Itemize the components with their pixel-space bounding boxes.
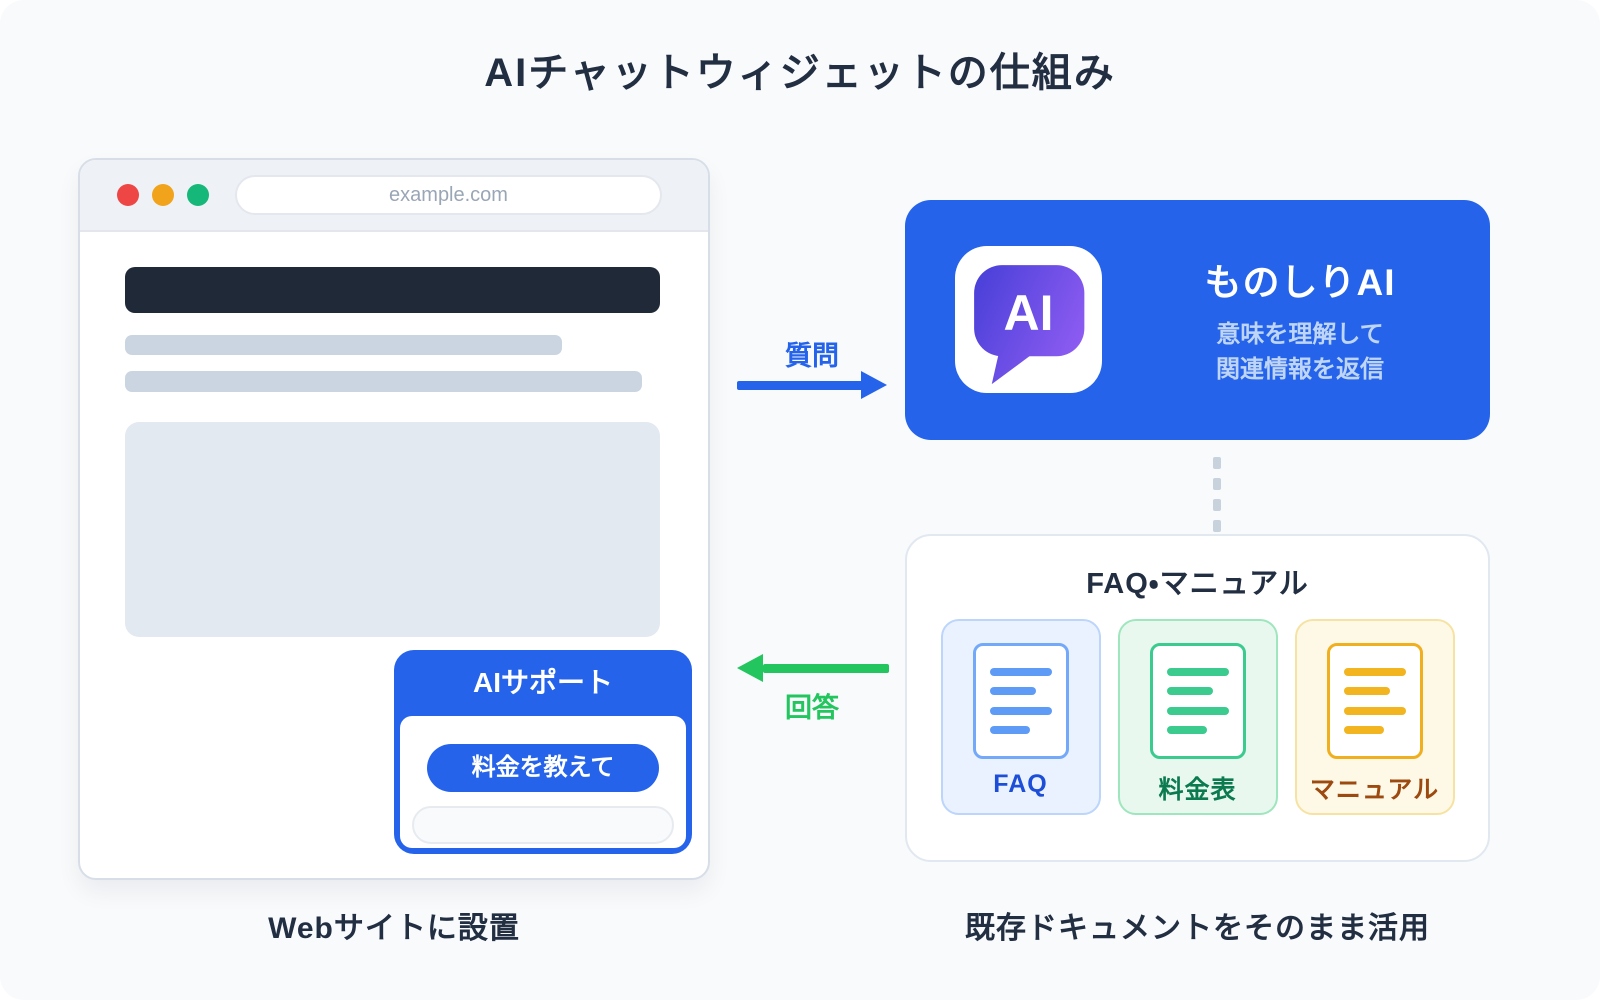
chat-input-field[interactable] [412, 806, 674, 844]
chat-widget-title: AIサポート [472, 667, 613, 698]
page-title: AIチャットウィジェットの仕組み [484, 51, 1116, 95]
text-line-placeholder [125, 371, 642, 392]
chat-message-bubble[interactable]: 料金を教えて [427, 744, 659, 792]
content-block-placeholder [125, 422, 660, 637]
question-arrow-line [737, 381, 863, 390]
chat-widget: AIサポート 料金を教えて [394, 650, 692, 854]
page-header-placeholder [125, 267, 660, 313]
ai-chat-bubble-icon: AI [955, 246, 1102, 393]
doc-card-label: FAQ [993, 770, 1048, 798]
document-icon [972, 643, 1069, 759]
doc-card-label: 料金表 [1158, 776, 1237, 804]
text-line-placeholder [125, 335, 562, 355]
doc-card-faq: FAQ [940, 619, 1101, 815]
doc-card-manual: マニュアル [1294, 619, 1455, 815]
document-card-row: FAQ 料金表 マニュアル [907, 619, 1488, 815]
address-bar[interactable]: example.com [235, 175, 662, 215]
maximize-window-icon [187, 184, 209, 206]
documents-caption: 既存ドキュメントをそのまま活用 [965, 912, 1430, 945]
minimize-window-icon [152, 184, 174, 206]
dashed-connector [1213, 457, 1221, 532]
chat-widget-body: 料金を教えて [400, 716, 686, 848]
doc-card-label: マニュアル [1309, 776, 1440, 804]
close-window-icon [117, 184, 139, 206]
question-arrow-head-icon [861, 371, 887, 399]
answer-arrow-head-icon [737, 654, 763, 682]
answer-arrow-label: 回答 [785, 693, 839, 723]
answer-arrow-line [763, 664, 889, 673]
ai-service-card: AI ものしりAI 意味を理解して 関連情報を返信 [905, 200, 1490, 440]
browser-window: example.com AIサポート 料金を教えて [78, 158, 710, 880]
question-arrow-label: 質問 [785, 341, 839, 371]
browser-caption: Webサイトに設置 [268, 912, 520, 945]
ai-service-text: ものしりAI 意味を理解して 関連情報を返信 [1135, 200, 1465, 440]
document-icon [1149, 643, 1246, 759]
document-icon [1326, 643, 1423, 759]
documents-title: FAQ・マニュアル [1086, 568, 1309, 600]
documents-card: FAQ・マニュアル FAQ 料金表 マニュアル [905, 534, 1490, 862]
ai-service-description: 意味を理解して 関連情報を返信 [1216, 321, 1384, 383]
ai-icon-text: AI [1004, 285, 1054, 341]
browser-toolbar: example.com [80, 160, 708, 232]
ai-service-name: ものしりAI [1204, 262, 1396, 304]
doc-card-pricing: 料金表 [1117, 619, 1278, 815]
